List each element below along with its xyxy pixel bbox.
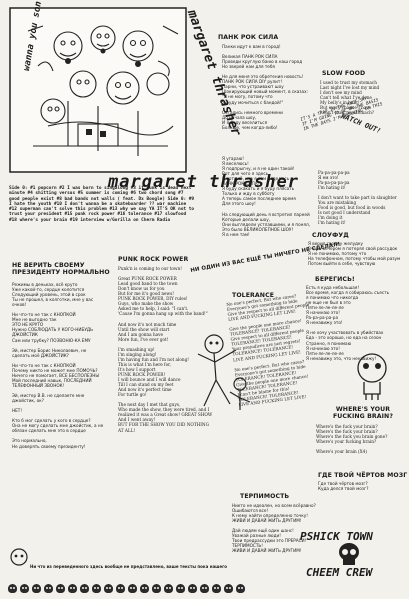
skull-icon [32, 584, 41, 593]
slow-food-lyrics: I used to trust my stomach Last night I'… [320, 80, 380, 116]
footer-note: Ни что из переведенного здесь вообще не … [30, 564, 227, 569]
terpimost-title: ТЕРПИМОСТЬ [240, 493, 290, 500]
gde-tvoy-title: ГДЕ ТВОЙ ЧЁРТОВ МОЗГ [318, 472, 408, 479]
skull-icon [44, 584, 53, 593]
gde-tvoy-lyrics: Где твой чёртов мозг? Куда делся твой мо… [318, 481, 369, 492]
tolerance-title: TOLERANCE [232, 292, 275, 299]
ne-veryu-title: НЕ ВЕРИТЬ СВОЕМУ ПРЕЗИДЕНТУ НОРМАЛЬНО [12, 262, 110, 276]
skull-row [8, 578, 278, 597]
creature-cartoon-illustration [357, 353, 387, 400]
skull-icon [140, 584, 149, 593]
ya-ugarayu-lyrics: Я угараю! Я веселюсь! Я подпрыгну, и я н… [222, 156, 310, 237]
skull-icon [152, 584, 161, 593]
punk-rock-power-lyrics: Punk'n is coming to our town! Great PUNK… [118, 266, 213, 433]
punk-rock-power-title: PUNK ROCK POWER [118, 256, 189, 263]
skull-icon [8, 584, 17, 593]
cover-art [9, 7, 187, 173]
skull-icon [236, 584, 245, 593]
crew-logo-line2: CHEEM CREW [306, 566, 373, 579]
pank-rok-sila-title: ПАНК РОК СИЛА [218, 34, 279, 41]
skull-icon [20, 584, 29, 593]
skull-icon [80, 584, 89, 593]
small-head-illustration [10, 548, 28, 566]
skull-icon [164, 584, 173, 593]
skull-icon [200, 584, 209, 593]
skull-icon [212, 584, 221, 593]
skull-logo-icon [339, 543, 359, 565]
tracklist: Side 0: #1 popcorn #2 I was born to sing… [9, 186, 195, 223]
slowfud-title: СЛОУФУД [312, 232, 349, 239]
skull-icon [224, 584, 233, 593]
crew-logo-line1: PSHICK TOWN [300, 530, 373, 543]
skull-icon [92, 584, 101, 593]
skull-icon [116, 584, 125, 593]
wheres-your-brain-title: WHERE'S YOUR FUCKING BRAIN? [332, 406, 394, 420]
band-name-title: margaret thrasher [108, 172, 299, 192]
slowfud-lyrics: Я верил своему желудку Вчера вечером я п… [308, 241, 401, 267]
skull-icon [176, 584, 185, 593]
pank-rok-sila-lyrics: Панки идут к вам в город! Великая ПАНК Р… [222, 44, 308, 130]
skull-icon [128, 584, 137, 593]
skull-icon [188, 584, 197, 593]
rarara-lyrics: Ра-ра-ра-ра-ра Я ем это! Pa-pa-pa-pa-pa … [318, 170, 397, 226]
dancer-cartoon-illustration [197, 334, 251, 410]
beregis-lyrics: Есть я куда небольшая! Все время, когда … [306, 285, 390, 361]
slow-food-title: SLOW FOOD [322, 70, 366, 77]
beregis-title: БЕРЕГИСЬ! [315, 276, 355, 283]
skull-icon [68, 584, 77, 593]
skull-icon [56, 584, 65, 593]
skull-icon [104, 584, 113, 593]
terpimost-lyrics: Никто не идеален, но всем всёравно? Ошиб… [232, 503, 316, 554]
cartoon-crowd-illustration [27, 25, 179, 156]
wheres-your-brain-lyrics: Where's the fuck your brain? Where's the… [316, 424, 388, 455]
ne-veryu-lyrics: Режимы в деньках, всё круто Уже какой-то… [12, 282, 104, 449]
